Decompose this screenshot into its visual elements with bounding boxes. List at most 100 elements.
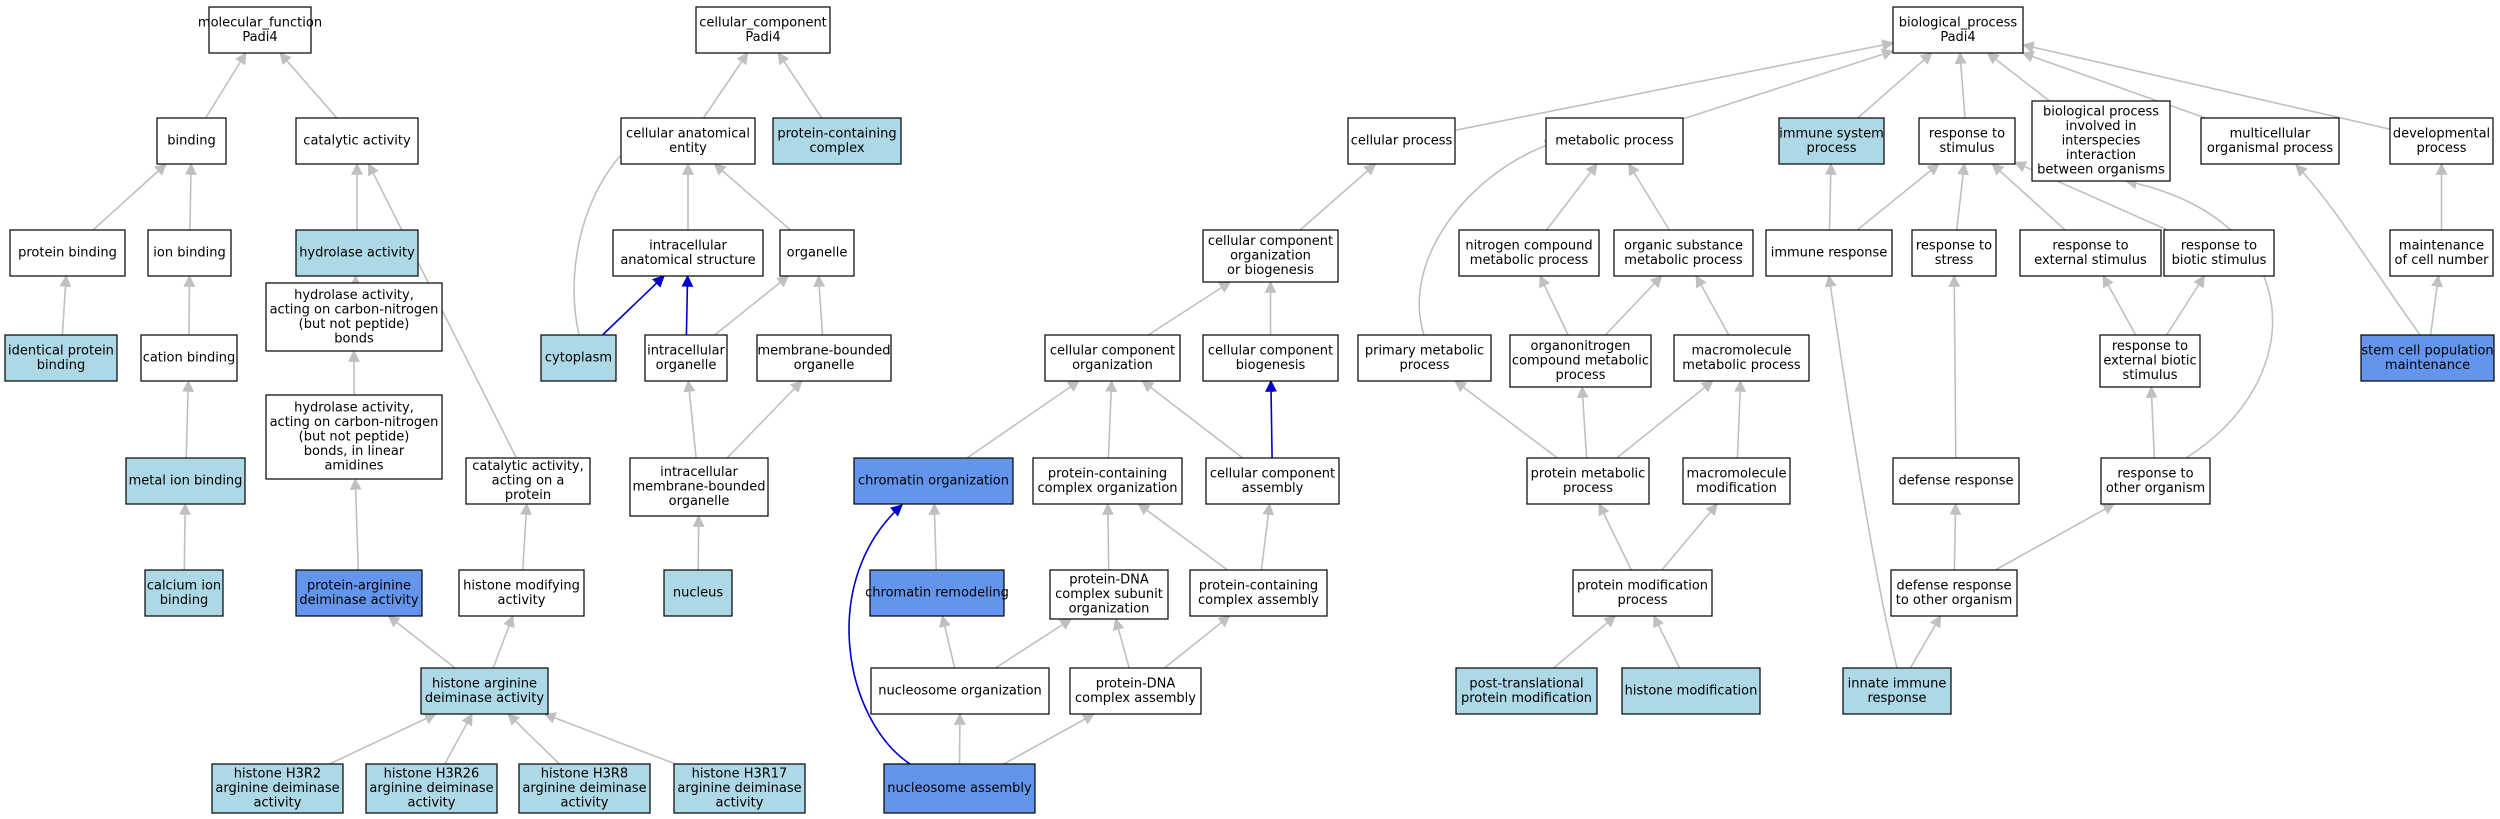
node-label-line: macromolecule xyxy=(1691,343,1791,358)
edge-line xyxy=(601,275,665,336)
edge-respstress-to-respstim xyxy=(1955,162,1970,231)
node-label-line: organelle xyxy=(794,358,855,373)
edge-h3r2-to-hada xyxy=(329,713,437,765)
node-box xyxy=(1458,229,1600,277)
edge-protmet-to-oncmp xyxy=(1576,385,1589,459)
edges-layer xyxy=(59,39,2448,765)
node-label-line: external stimulus xyxy=(2034,253,2147,268)
node-box xyxy=(2031,100,2171,182)
edge-immsys-to-bp xyxy=(1857,52,1933,119)
edge-defother-to-defresp xyxy=(1949,502,1962,571)
edge-oncmp-to-osmp xyxy=(1604,275,1663,336)
node-label-line: response xyxy=(1867,691,1926,706)
node-label-line: organismal process xyxy=(2207,141,2333,156)
node-label-line: macromolecule xyxy=(1686,466,1786,481)
node-label-line: intracellular xyxy=(660,465,738,480)
node-label-line: response to xyxy=(1916,238,1992,253)
node-label-line: process xyxy=(1563,481,1613,496)
edge-line xyxy=(683,379,697,459)
edge-protmod-to-protmet xyxy=(1598,502,1633,571)
edge-nucleus-to-imbo xyxy=(692,514,705,571)
edge-line xyxy=(2124,177,2274,459)
edge-cco-to-ccob xyxy=(1147,281,1232,336)
node-label-line: defense response xyxy=(1898,474,2013,489)
node-label-line: multicellular xyxy=(2230,126,2311,141)
edge-line xyxy=(713,163,792,231)
node-box xyxy=(540,334,617,382)
edge-line xyxy=(1112,617,1130,669)
edge-line xyxy=(1105,379,1118,459)
edge-line xyxy=(777,52,823,119)
edge-line xyxy=(1955,162,1970,231)
edge-ncmp-to-metproc xyxy=(1545,163,1598,231)
node-label-line: cellular component xyxy=(1208,234,1333,249)
node-label-line: response to xyxy=(2052,238,2128,253)
node-hydrolase: hydrolase activity xyxy=(295,229,419,277)
node-label-line: involved in xyxy=(2065,119,2136,134)
node-box xyxy=(420,667,549,715)
node-label-line: assembly xyxy=(1242,481,1304,496)
edge-hada-to-histmod xyxy=(492,614,515,669)
node-metalbind: metal ion binding xyxy=(125,457,246,505)
node-label-line: activity xyxy=(254,796,302,811)
node-label-line: cytoplasm xyxy=(545,351,612,366)
edge-line xyxy=(681,274,694,336)
edge-catalytic-to-mf xyxy=(279,52,338,119)
node-label-line: catalytic activity, xyxy=(472,459,584,474)
node-label-line: protein-containing xyxy=(1048,466,1167,481)
node-box xyxy=(1202,334,1339,382)
edge-pcc-to-cc xyxy=(777,52,823,119)
node-label-line: protein binding xyxy=(18,246,117,261)
edge-defother-to-resporg xyxy=(1995,503,2116,571)
edge-line xyxy=(1137,503,1228,571)
edge-line xyxy=(492,614,515,669)
edge-stemcell-to-maintcell xyxy=(2429,274,2443,336)
edge-line xyxy=(2165,274,2205,336)
node-label-line: metabolic process xyxy=(1555,134,1674,149)
node-label-line: (but not peptide) xyxy=(299,430,410,445)
edge-line xyxy=(1695,274,1730,336)
edge-protmet-to-primmet xyxy=(1454,380,1558,459)
node-label-line: process xyxy=(1807,141,1857,156)
node-label-line: binding xyxy=(160,593,208,608)
edge-pcca-to-pcco xyxy=(1137,503,1228,571)
edge-line xyxy=(1653,614,1681,669)
edge-line xyxy=(279,52,338,119)
node-label-line: organization xyxy=(1069,602,1150,617)
node-box xyxy=(1918,117,2016,165)
edge-line xyxy=(1604,275,1663,336)
edge-line xyxy=(1418,139,1558,336)
node-label-line: histone H3R2 xyxy=(234,767,321,782)
node-label-line: complex assembly xyxy=(1198,593,1319,608)
edge-innate-to-defother xyxy=(1909,614,1942,669)
node-box xyxy=(2389,229,2494,277)
node-label-line: compound metabolic xyxy=(1512,354,1649,369)
edge-cellproc-to-bp xyxy=(1454,39,1895,132)
node-label-line: organization xyxy=(1230,249,1311,264)
node-label-line: cellular component xyxy=(1208,343,1333,358)
edge-organelle-to-cae xyxy=(713,163,792,231)
edge-line xyxy=(507,713,560,765)
node-label-line: nucleosome organization xyxy=(878,684,1042,699)
edge-line xyxy=(848,504,911,765)
node-label-line: arginine deiminase xyxy=(369,781,493,796)
edge-line xyxy=(1141,380,1244,459)
edge-pad-to-hydrocnlin xyxy=(349,477,362,571)
node-box xyxy=(295,229,419,277)
edge-line xyxy=(1265,379,1278,459)
edge-line xyxy=(813,274,826,336)
node-label-line: maintenance xyxy=(2399,238,2484,253)
node-label-line: organelle xyxy=(787,246,848,261)
node-box xyxy=(612,229,764,277)
node-label-line: process xyxy=(1618,593,1668,608)
node-label-line: maintenance xyxy=(2385,358,2470,373)
node-label-line: or biogenesis xyxy=(1227,263,1314,278)
